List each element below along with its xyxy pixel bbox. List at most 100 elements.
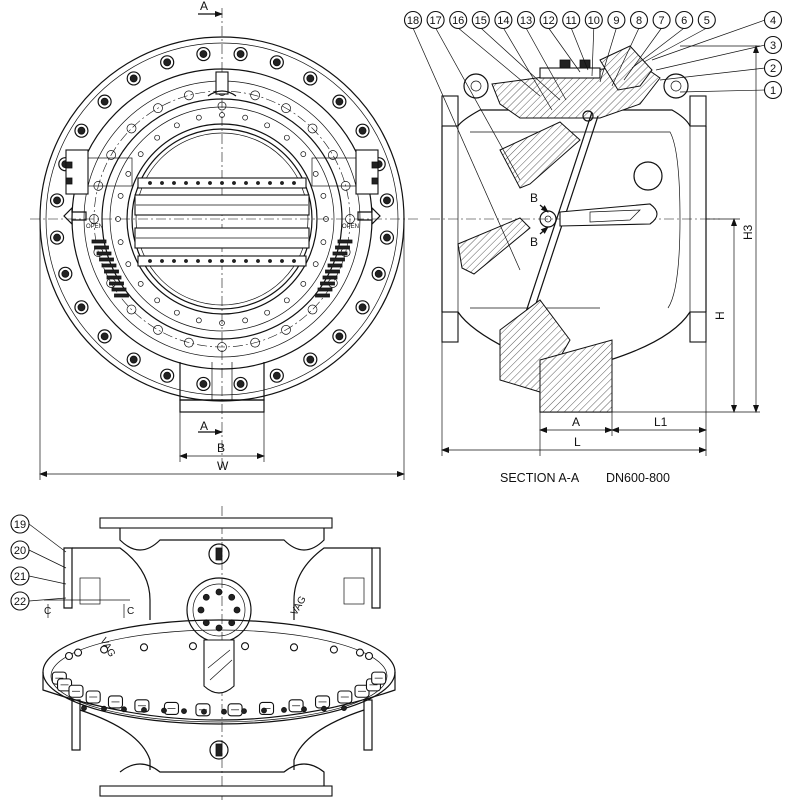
scale-tick bbox=[91, 239, 107, 244]
callout-leader bbox=[591, 27, 595, 77]
section-mark-c-left: C bbox=[44, 606, 51, 617]
callout-leader bbox=[503, 27, 553, 111]
dimension-w: W bbox=[217, 459, 229, 473]
callout-leader bbox=[28, 575, 67, 585]
seat-screw-hole bbox=[323, 216, 329, 222]
seat-screw-hole bbox=[320, 193, 327, 199]
seat-screw-hole bbox=[312, 171, 319, 177]
flange-bolt-core bbox=[306, 74, 315, 83]
flange-bolt bbox=[332, 329, 347, 344]
flange-bolt bbox=[355, 300, 370, 315]
upper-nut bbox=[289, 643, 299, 652]
rivet bbox=[160, 181, 164, 185]
rivet bbox=[244, 259, 248, 263]
scale-tick bbox=[332, 251, 348, 256]
callout-number: 15 bbox=[475, 15, 487, 27]
callout-number: 20 bbox=[14, 545, 26, 557]
ring-bolt-hole bbox=[307, 123, 318, 134]
ring-bolt-hole bbox=[126, 304, 137, 315]
rivet bbox=[256, 259, 260, 263]
flange-bolt-core bbox=[335, 97, 344, 106]
callout-number: 8 bbox=[636, 15, 642, 27]
stud-end bbox=[81, 705, 87, 711]
callout-number: 7 bbox=[659, 15, 665, 27]
seat-screw-hole bbox=[117, 193, 124, 199]
seat-screw-hole bbox=[115, 216, 121, 222]
cover-bolt bbox=[197, 606, 205, 614]
callout-bubble bbox=[471, 10, 490, 30]
seat-screw-hole bbox=[219, 112, 225, 118]
seat-screw-hole bbox=[196, 114, 202, 121]
callout-bubble bbox=[697, 10, 716, 30]
callout-leader bbox=[480, 27, 561, 101]
flange-bolt bbox=[303, 71, 318, 86]
callout-number: 2 bbox=[770, 63, 776, 75]
callout-number: 11 bbox=[565, 15, 576, 27]
scale-tick bbox=[99, 257, 114, 262]
upper-nut bbox=[188, 642, 198, 651]
size-range: DN600-800 bbox=[606, 471, 670, 485]
ring-bolt-hole bbox=[184, 337, 194, 348]
rivet bbox=[292, 259, 296, 263]
dimension-l: L bbox=[574, 435, 581, 449]
scale-tick bbox=[330, 257, 345, 262]
callout-bubble bbox=[652, 10, 671, 30]
callout-bubble bbox=[426, 10, 445, 30]
section-mark-bottom: A bbox=[200, 419, 208, 433]
upper-nut bbox=[139, 643, 149, 652]
stud-end bbox=[241, 708, 247, 714]
rivet bbox=[292, 181, 296, 185]
rivet bbox=[220, 259, 224, 263]
callout-number: 17 bbox=[429, 15, 441, 27]
open-label-left: OPEN bbox=[86, 224, 103, 230]
disc-rivets bbox=[148, 181, 296, 263]
flange-bolt-core bbox=[358, 303, 367, 312]
flange-bolt-core bbox=[129, 74, 138, 83]
seat-screw-hole bbox=[264, 309, 270, 316]
flange-bolt bbox=[371, 266, 386, 281]
scale-tick bbox=[94, 245, 109, 250]
flange-bolt-core bbox=[129, 355, 138, 364]
flange-bolt-core bbox=[53, 233, 61, 242]
callout-bubble bbox=[516, 10, 536, 30]
upper-nut bbox=[100, 645, 109, 654]
dimension-a: A bbox=[572, 415, 580, 429]
flange-bolt-core bbox=[383, 196, 391, 205]
stud-end bbox=[101, 705, 107, 712]
seat-screw-hole bbox=[300, 151, 307, 158]
seat-screw-hole bbox=[283, 297, 290, 304]
callout-bubble bbox=[10, 591, 30, 611]
seat-screw-hole bbox=[137, 151, 144, 158]
rivet bbox=[172, 259, 176, 263]
dimension-h3: H3 bbox=[741, 224, 755, 240]
rivet bbox=[280, 259, 284, 263]
cover-bolt bbox=[233, 606, 241, 614]
callout-leader bbox=[643, 27, 707, 63]
flange-bolt-core bbox=[199, 380, 208, 388]
callout-bubble bbox=[675, 10, 694, 30]
inner-ring-bolts bbox=[89, 86, 355, 352]
inspection-cover-bolts bbox=[197, 588, 241, 632]
scale-tick bbox=[109, 281, 124, 286]
ring-bolt-hole bbox=[307, 304, 318, 315]
ring-bolt-hole bbox=[281, 325, 291, 335]
flange-bolt-core bbox=[77, 303, 86, 312]
flange-bolt bbox=[160, 368, 175, 383]
callout-bubble bbox=[629, 10, 649, 30]
flange-bolt bbox=[233, 376, 248, 392]
ring-bolt-hole bbox=[89, 214, 99, 224]
ring-bolt-hole bbox=[106, 150, 116, 160]
callout-bubble bbox=[539, 10, 558, 30]
rivet bbox=[220, 181, 224, 185]
callout-leader bbox=[412, 27, 521, 271]
scale-tick bbox=[335, 245, 350, 250]
flange-bolt-core bbox=[100, 97, 109, 106]
callout-number: 18 bbox=[407, 15, 419, 27]
callout-bubble bbox=[562, 10, 581, 30]
callout-number: 12 bbox=[542, 15, 554, 27]
rivet bbox=[172, 181, 176, 185]
